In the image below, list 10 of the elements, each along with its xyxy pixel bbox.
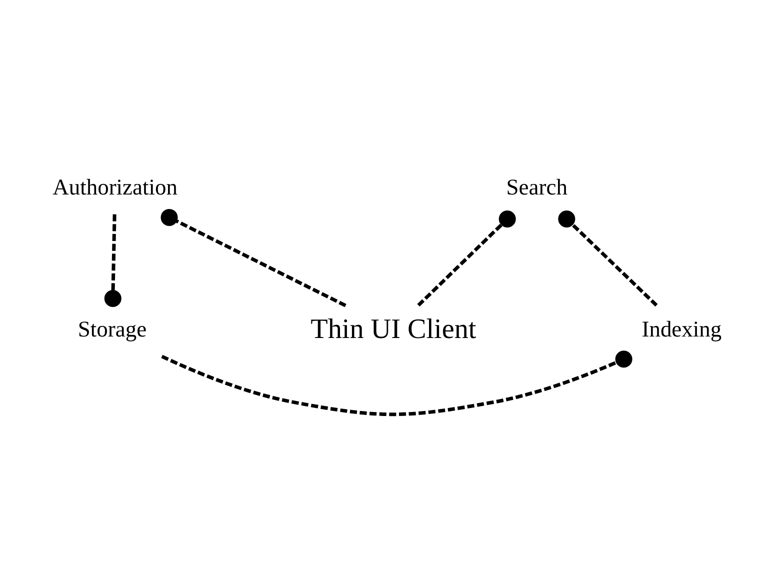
connector	[417, 210, 516, 306]
connector	[161, 350, 632, 416]
connector	[104, 214, 122, 307]
node-text: Authorization	[52, 174, 178, 199]
node-text: Thin UI Client	[310, 313, 476, 344]
node-text: Storage	[78, 316, 147, 341]
connector	[160, 208, 346, 307]
connector	[558, 210, 658, 306]
node-text: Indexing	[642, 316, 722, 341]
node-text: Search	[506, 174, 568, 199]
